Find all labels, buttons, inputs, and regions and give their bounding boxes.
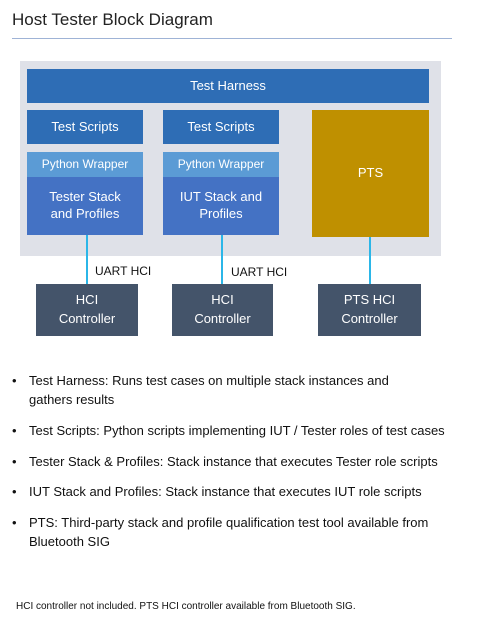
list-item: • Test Harness: Runs test cases on multi… — [12, 372, 429, 410]
iut-uart-label: UART HCI — [231, 265, 288, 279]
bullet-icon: • — [12, 373, 17, 388]
tester-test-scripts-block: Test Scripts — [27, 110, 143, 144]
iut-stack-label-line1: IUT Stack and — [179, 189, 263, 205]
list-item: • PTS: Third-party stack and profile qua… — [12, 514, 449, 552]
tester-stack-label-line1: Tester Stack — [49, 189, 121, 205]
list-item-text: Tester Stack & Profiles: Stack instance … — [29, 453, 438, 469]
pts-connector — [369, 237, 371, 284]
page-title: Host Tester Block Diagram — [12, 10, 213, 29]
test-harness-block: Test Harness — [27, 69, 429, 103]
tester-hci-controller-block: HCI Controller — [36, 284, 138, 336]
pts-block: PTS — [312, 110, 429, 237]
list-item-text: Test Scripts: Python scripts implementin… — [29, 422, 445, 438]
iut-python-wrapper-block: Python Wrapper — [163, 152, 279, 177]
list-item: • IUT Stack and Profiles: Stack instance… — [12, 483, 477, 502]
tester-uart-label: UART HCI — [95, 264, 152, 278]
iut-hci-label-line2: Controller — [194, 311, 251, 326]
iut-uart-connector — [221, 235, 223, 284]
list-item-text: Test Harness: Runs test cases on multipl… — [29, 373, 389, 407]
pts-hci-label-line2: Controller — [341, 311, 398, 326]
iut-hci-label-line1: HCI — [211, 292, 234, 308]
bullet-icon: • — [12, 422, 17, 438]
tester-hci-label-line2: Controller — [58, 311, 116, 326]
tester-hci-label-line1: HCI — [75, 292, 99, 308]
iut-test-scripts-block: Test Scripts — [163, 110, 279, 144]
list-item: • Test Scripts: Python scripts implement… — [12, 422, 477, 441]
bullet-icon: • — [12, 453, 17, 469]
title-underline — [12, 38, 452, 39]
iut-stack-label-line2: Profiles — [199, 206, 243, 221]
tester-stack-block: Tester Stack and Profiles — [27, 177, 143, 235]
list-item-text: IUT Stack and Profiles: Stack instance t… — [29, 484, 422, 500]
tester-uart-connector — [86, 235, 88, 284]
footnote: HCI controller not included. PTS HCI con… — [16, 601, 356, 612]
bullet-icon: • — [12, 484, 17, 500]
list-item-text: PTS: Third-party stack and profile quali… — [29, 515, 429, 550]
list-item: • Tester Stack & Profiles: Stack instanc… — [12, 453, 477, 472]
bullet-icon: • — [12, 515, 17, 531]
pts-hci-controller-block: PTS HCI Controller — [318, 284, 421, 336]
iut-hci-controller-block: HCI Controller — [172, 284, 273, 336]
tester-python-wrapper-block: Python Wrapper — [27, 152, 143, 177]
description-list: • Test Harness: Runs test cases on multi… — [12, 372, 477, 564]
tester-stack-label-line2: and Profiles — [50, 206, 120, 221]
iut-stack-block: IUT Stack and Profiles — [163, 177, 279, 235]
pts-hci-label-line1: PTS HCI — [343, 292, 396, 308]
